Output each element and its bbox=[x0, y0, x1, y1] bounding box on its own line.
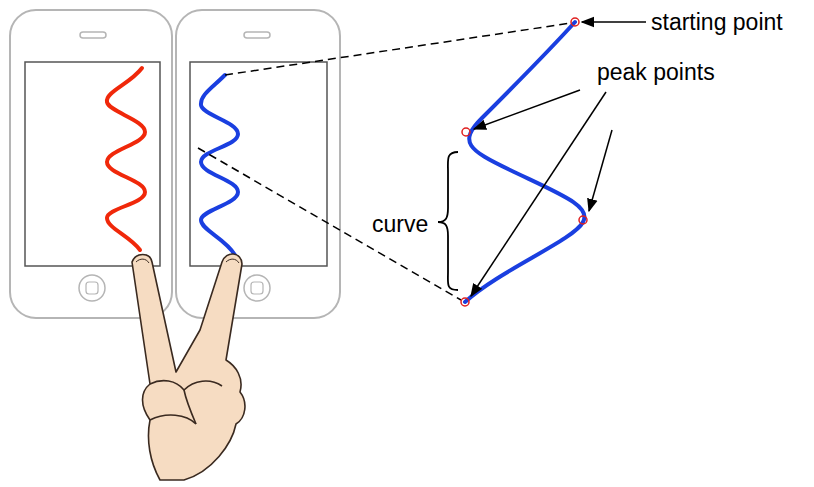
zoom-line bbox=[225, 23, 571, 75]
hand bbox=[132, 254, 245, 480]
phone-right bbox=[176, 10, 340, 318]
red-curve bbox=[107, 68, 145, 250]
point-label: peak points bbox=[597, 58, 715, 86]
point-label: starting point bbox=[651, 8, 783, 36]
point-marker bbox=[461, 18, 587, 306]
zoomed-curve bbox=[465, 22, 585, 302]
part-label: curve bbox=[372, 210, 428, 238]
blue-curve bbox=[201, 75, 238, 255]
brace bbox=[438, 152, 458, 290]
